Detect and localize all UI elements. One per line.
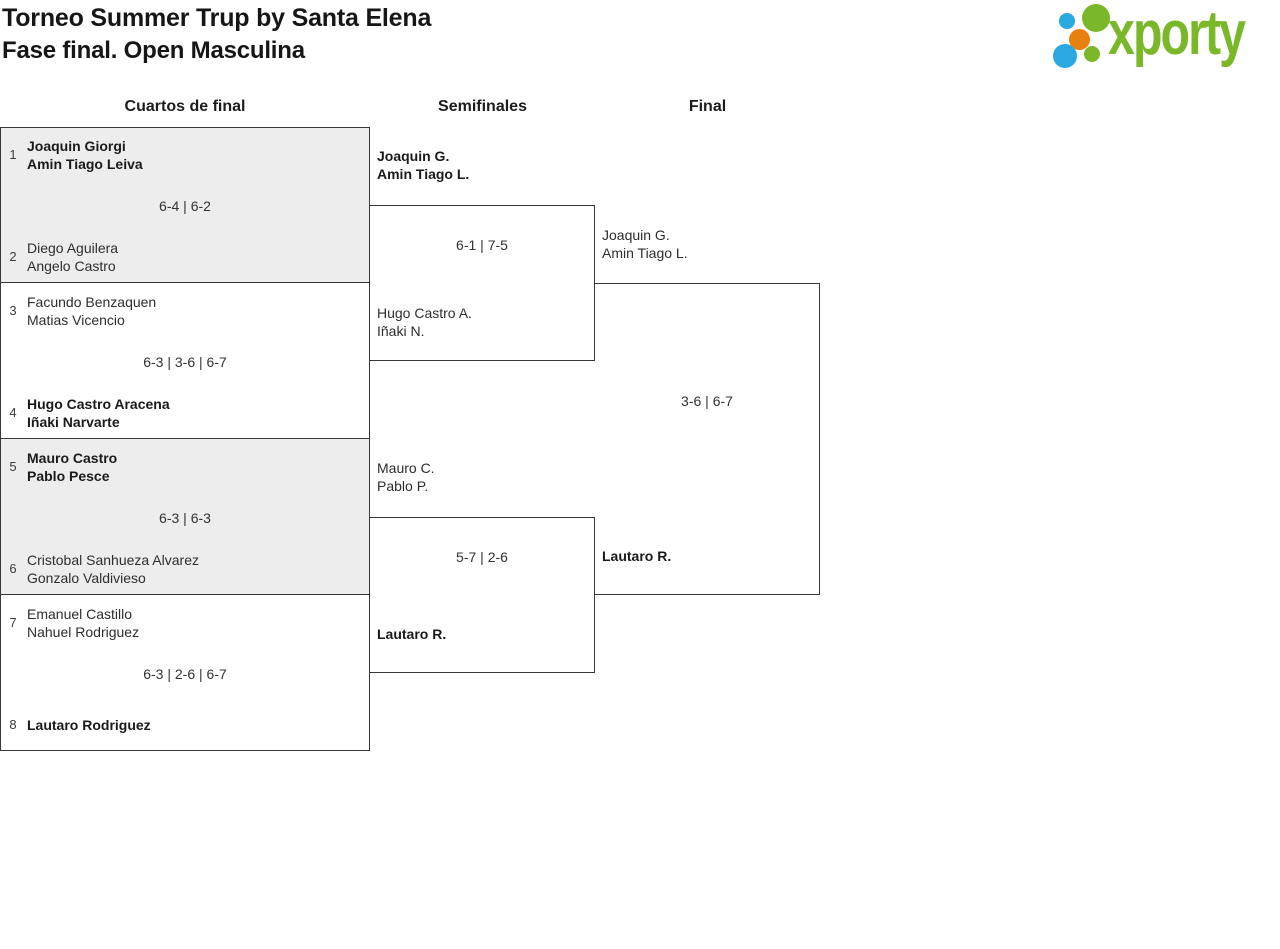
- team-name: Mauro C. Pablo P.: [377, 460, 435, 494]
- seed-number: 5: [9, 459, 17, 474]
- team-name: Emanuel Castillo Nahuel Rodriguez: [27, 606, 140, 640]
- team-name: Joaquin G. Amin Tiago L.: [377, 148, 470, 182]
- xporty-logo: [1045, 0, 1280, 75]
- match-score: 3-6 | 6-7: [681, 393, 733, 409]
- round-header-semifinales: Semifinales: [438, 98, 527, 115]
- seed-number: 4: [9, 405, 17, 420]
- tournament-title: Torneo Summer Trup by Santa Elena: [2, 4, 432, 32]
- team-name: Lautaro R.: [377, 626, 447, 642]
- match-quarterfinal-1[interactable]: [0, 127, 370, 283]
- match-score: 5-7 | 2-6: [456, 549, 508, 565]
- team-name: Facundo Benzaquen Matias Vicencio: [27, 294, 157, 328]
- seed-number: 1: [9, 147, 17, 162]
- seed-number: 2: [9, 249, 17, 264]
- match-semifinal-2[interactable]: [369, 517, 595, 673]
- logo-dot-orange-icon: [1069, 29, 1090, 50]
- team-name: Diego Aguilera Angelo Castro: [27, 240, 119, 274]
- seed-number: 6: [9, 561, 17, 576]
- match-quarterfinal-2[interactable]: [0, 283, 370, 439]
- team-name: Mauro Castro Pablo Pesce: [27, 450, 118, 484]
- team-name: Lautaro R.: [602, 548, 672, 564]
- match-score: 6-3 | 6-3: [159, 510, 211, 526]
- match-score: 6-4 | 6-2: [159, 198, 211, 214]
- logo-dot-blue-large-icon: [1053, 44, 1077, 68]
- logo-dot-green-small-icon: [1084, 46, 1100, 62]
- team-name: Lautaro Rodriguez: [27, 717, 151, 733]
- team-name: Joaquin G. Amin Tiago L.: [602, 227, 688, 261]
- logo-dot-green-large-icon: [1082, 4, 1110, 32]
- team-name: Hugo Castro Aracena Iñaki Narvarte: [27, 396, 170, 430]
- match-quarterfinal-3[interactable]: [0, 439, 370, 595]
- seed-number: 3: [9, 303, 17, 318]
- match-quarterfinal-4[interactable]: [0, 595, 370, 751]
- team-name: Joaquin Giorgi Amin Tiago Leiva: [27, 138, 143, 172]
- match-score: 6-3 | 2-6 | 6-7: [143, 666, 227, 682]
- round-header-final: Final: [688, 98, 727, 115]
- seed-number: 8: [9, 717, 17, 732]
- match-score: 6-1 | 7-5: [456, 237, 508, 253]
- match-final[interactable]: [594, 283, 820, 595]
- seed-number: 7: [9, 615, 17, 630]
- team-name: Hugo Castro A. Iñaki N.: [377, 305, 472, 339]
- match-score: 6-3 | 3-6 | 6-7: [143, 354, 227, 370]
- logo-dot-blue-small-icon: [1059, 13, 1075, 29]
- round-header-cuartos-de-final: Cuartos de final: [124, 98, 246, 115]
- xporty-logo-text: xporty: [1108, 0, 1246, 68]
- tournament-subtitle: Fase final. Open Masculina: [2, 37, 305, 64]
- team-name: Cristobal Sanhueza Alvarez Gonzalo Valdi…: [27, 552, 199, 586]
